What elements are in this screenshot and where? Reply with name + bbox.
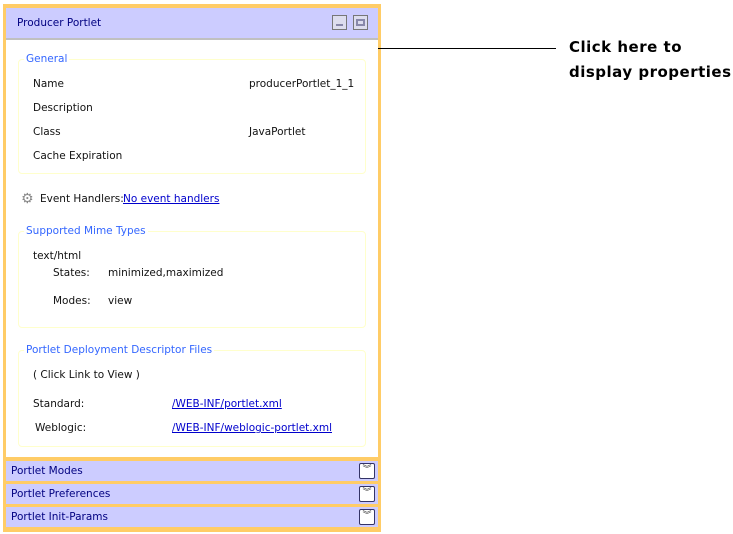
section-portlet-init-params[interactable]: Portlet Init-Params ︾: [6, 507, 378, 527]
general-legend: General: [24, 53, 70, 65]
mime-legend: Supported Mime Types: [24, 225, 148, 237]
expand-icon[interactable]: ︾: [359, 486, 375, 502]
section-portlet-preferences[interactable]: Portlet Preferences ︾: [6, 484, 378, 504]
name-value: producerPortlet_1_1: [249, 78, 355, 90]
portlet-header: Producer Portlet: [6, 8, 378, 40]
minimize-button[interactable]: [332, 15, 347, 30]
section-label: Portlet Modes: [11, 465, 83, 477]
event-handlers-label: Event Handlers:: [40, 193, 124, 205]
callout-line-2: display properties: [569, 63, 732, 81]
name-label: Name: [33, 78, 64, 90]
expand-icon[interactable]: ︾: [359, 509, 375, 525]
weblogic-link[interactable]: /WEB-INF/weblogic-portlet.xml: [172, 422, 332, 434]
standard-label: Standard:: [33, 398, 85, 410]
descriptor-legend: Portlet Deployment Descriptor Files: [24, 344, 215, 356]
section-label: Portlet Init-Params: [11, 511, 108, 523]
states-label: States:: [53, 267, 90, 279]
class-label: Class: [33, 126, 61, 138]
portlet-content: [6, 40, 378, 457]
expand-icon[interactable]: ︾: [359, 463, 375, 479]
section-label: Portlet Preferences: [11, 488, 111, 500]
callout-line-1: Click here to: [569, 38, 683, 56]
event-handlers-link[interactable]: No event handlers: [123, 193, 220, 205]
portlet-title: Producer Portlet: [17, 17, 102, 29]
mime-type: text/html: [33, 250, 82, 262]
general-fieldset: [18, 59, 366, 174]
modes-value: view: [108, 295, 133, 307]
gear-icon: ⚙: [21, 191, 34, 207]
section-portlet-modes[interactable]: Portlet Modes ︾: [6, 461, 378, 481]
mime-fieldset: [18, 231, 366, 328]
standard-link[interactable]: /WEB-INF/portlet.xml: [172, 398, 282, 410]
maximize-button[interactable]: [353, 15, 368, 30]
cache-expiration-label: Cache Expiration: [33, 150, 123, 162]
description-label: Description: [33, 102, 93, 114]
modes-label: Modes:: [53, 295, 91, 307]
callout-text: Click here to display properties: [569, 35, 732, 85]
descriptor-hint: ( Click Link to View ): [33, 369, 140, 381]
callout-line: [378, 48, 556, 49]
states-value: minimized,maximized: [108, 267, 224, 279]
weblogic-label: Weblogic:: [35, 422, 87, 434]
class-value: JavaPortlet: [249, 126, 306, 138]
